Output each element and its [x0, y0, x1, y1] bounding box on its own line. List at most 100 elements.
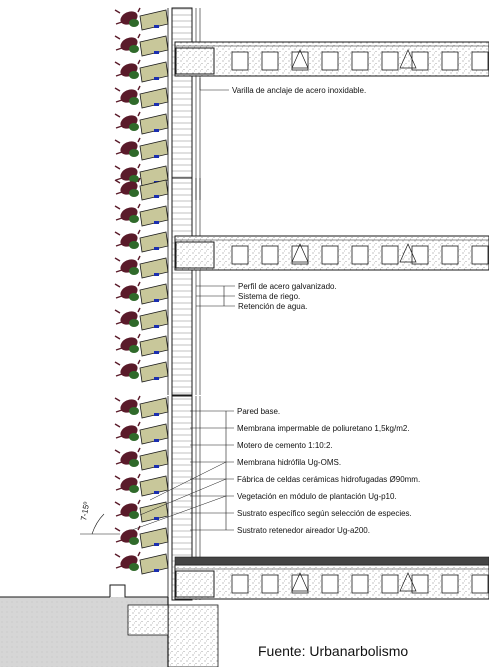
- slab-block-3: [441, 574, 459, 594]
- middle-wall-drip: [154, 247, 159, 250]
- bottom-wall-drip: [154, 491, 159, 494]
- middle-wall-module: [114, 307, 169, 331]
- bottom-wall-drip: [154, 413, 159, 416]
- slab-block-2: [441, 245, 459, 265]
- top-annotation-label: Varilla de anclaje de acero inoxidable.: [232, 86, 366, 95]
- middle-wall-leaf: [129, 215, 139, 223]
- bottom-wall-stem: [114, 499, 141, 517]
- foundation-footing: [167, 604, 219, 667]
- top-wall-leaf: [129, 97, 139, 105]
- bottom-wall-drip: [154, 517, 159, 520]
- middle-annotation-label: Perfil de acero galvanizado.: [238, 282, 337, 291]
- bottom-wall-pot: [139, 553, 169, 575]
- middle-wall-module: [114, 203, 169, 227]
- top-wall-leaf: [129, 19, 139, 27]
- slab-block-1: [441, 51, 459, 71]
- middle-wall-pot: [139, 231, 169, 253]
- top-wall-pot: [139, 139, 169, 161]
- slab-block-3: [231, 574, 249, 594]
- bottom-wall-leaf: [129, 459, 139, 467]
- top-wall-drip: [154, 129, 159, 132]
- top-wall-module: [114, 137, 169, 161]
- bottom-wall-pot: [139, 475, 169, 497]
- bottom-wall-stem: [114, 525, 141, 543]
- top-wall-drip: [154, 77, 159, 80]
- bottom-wall-stem: [114, 447, 141, 465]
- slab-block-1: [381, 51, 399, 71]
- slab-block-1: [411, 51, 429, 71]
- slab-block-2: [261, 245, 279, 265]
- source-caption: Fuente: Urbanarbolismo: [258, 643, 409, 659]
- beam-triangle-1: [399, 49, 417, 69]
- slab-block-3: [261, 574, 279, 594]
- top-wall-leaf: [129, 123, 139, 131]
- top-wall-module: [114, 59, 169, 83]
- bottom-wall-stem: [114, 473, 141, 491]
- middle-annotation-label: Retención de agua.: [238, 302, 307, 311]
- bottom-annotation-label: Sustrato específico según selección de e…: [237, 509, 412, 518]
- middle-wall-pot: [139, 335, 169, 357]
- bottom-wall-leaf: [129, 511, 139, 519]
- top-wall-drip: [154, 25, 159, 28]
- slab-block-1: [231, 51, 249, 71]
- top-wall-pot: [139, 87, 169, 109]
- middle-wall-module: [114, 177, 169, 201]
- middle-wall-leaf: [129, 319, 139, 327]
- middle-wall-stem: [114, 229, 141, 247]
- middle-wall-stem: [114, 177, 141, 195]
- bottom-annotation-label: Membrana hidrófila Ug-OMS.: [237, 458, 341, 467]
- middle-wall-stem: [114, 203, 141, 221]
- bottom-wall-module: [114, 499, 169, 523]
- middle-wall-leaf: [129, 371, 139, 379]
- middle-wall-stem: [114, 333, 141, 351]
- curb-profile: [109, 584, 168, 598]
- top-wall-leaf: [129, 175, 139, 183]
- bottom-wall-drip: [154, 569, 159, 572]
- top-wall-drip: [154, 51, 159, 54]
- middle-wall-module: [114, 281, 169, 305]
- middle-wall-pot: [139, 257, 169, 279]
- slab-block-1: [351, 51, 369, 71]
- bottom-wall-pot: [139, 501, 169, 523]
- middle-wall-leaf: [129, 345, 139, 353]
- top-wall-pot: [139, 9, 169, 31]
- top-wall-drip: [154, 103, 159, 106]
- slab-block-2: [411, 245, 429, 265]
- slab-block-1: [321, 51, 339, 71]
- middle-wall-drip: [154, 221, 159, 224]
- bottom-wall-drip: [154, 465, 159, 468]
- bottom-diagonal-leader: [139, 478, 227, 516]
- top-wall-pot: [139, 35, 169, 57]
- top-wall-stem: [114, 137, 141, 155]
- top-wall-leaf: [129, 71, 139, 79]
- slab-block-2: [321, 245, 339, 265]
- slab-block-1: [471, 51, 489, 71]
- base-wall-2: [171, 177, 193, 396]
- bottom-wall-module: [114, 421, 169, 445]
- middle-wall-stem: [114, 359, 141, 377]
- edge-beam-3: [175, 570, 215, 598]
- middle-wall-module: [114, 229, 169, 253]
- beam-triangle-3: [291, 572, 309, 592]
- top-wall-drip: [154, 155, 159, 158]
- bottom-wall-leaf: [129, 433, 139, 441]
- bottom-wall-leaf: [129, 563, 139, 571]
- bottom-wall-stem: [114, 421, 141, 439]
- base-wall-3: [171, 395, 193, 601]
- edge-beam-1: [175, 47, 215, 75]
- slab-block-2: [351, 245, 369, 265]
- top-wall-stem: [114, 59, 141, 77]
- top-wall-stem: [114, 33, 141, 51]
- middle-wall-drip: [154, 195, 159, 198]
- bottom-annotation-label: Pared base.: [237, 407, 280, 416]
- middle-wall-pot: [139, 283, 169, 305]
- top-wall-leaf: [129, 149, 139, 157]
- bottom-wall-leaf: [129, 485, 139, 493]
- angle-label: 7-15º: [79, 501, 91, 521]
- beam-triangle-2: [291, 243, 309, 263]
- slab-block-2: [231, 245, 249, 265]
- slab-block-3: [411, 574, 429, 594]
- middle-wall-drip: [154, 299, 159, 302]
- top-wall-stem: [114, 7, 141, 25]
- middle-wall-leaf: [129, 293, 139, 301]
